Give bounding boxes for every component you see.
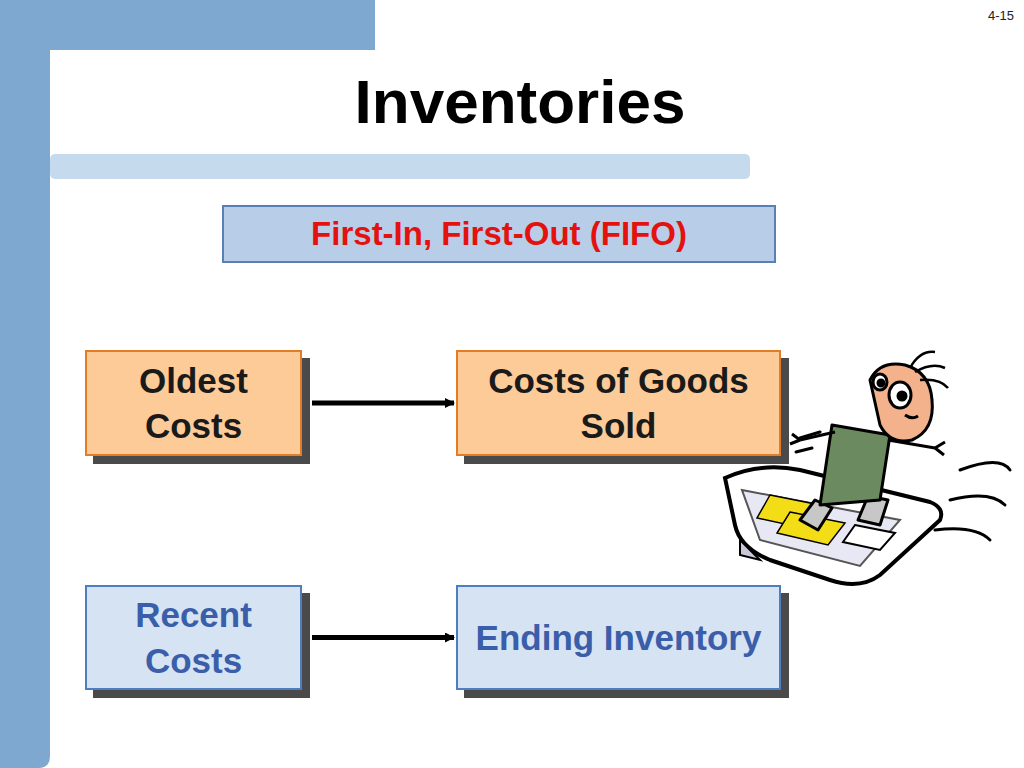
slide-number: 4-15 [988,8,1014,23]
cost-box: Recent Costs [85,585,302,690]
side-band [0,0,50,768]
box-label: First-In, First-Out (FIFO) [311,213,687,256]
box-label: Oldest Costs [97,358,290,449]
result-box: Ending Inventory [456,585,781,690]
top-band [0,0,375,50]
flow-arrow [312,401,454,406]
cost-box: Oldest Costs [85,350,302,456]
box-label: Recent Costs [97,592,290,683]
result-box: Costs of Goods Sold [456,350,781,456]
method-banner: First-In, First-Out (FIFO) [222,205,776,263]
cartoon-man [790,352,948,530]
box-label: Costs of Goods Sold [468,358,769,449]
slide-title: Inventories [50,68,990,136]
title-rule [50,154,750,179]
box-label: Ending Inventory [476,615,762,661]
flow-arrow [312,635,454,640]
